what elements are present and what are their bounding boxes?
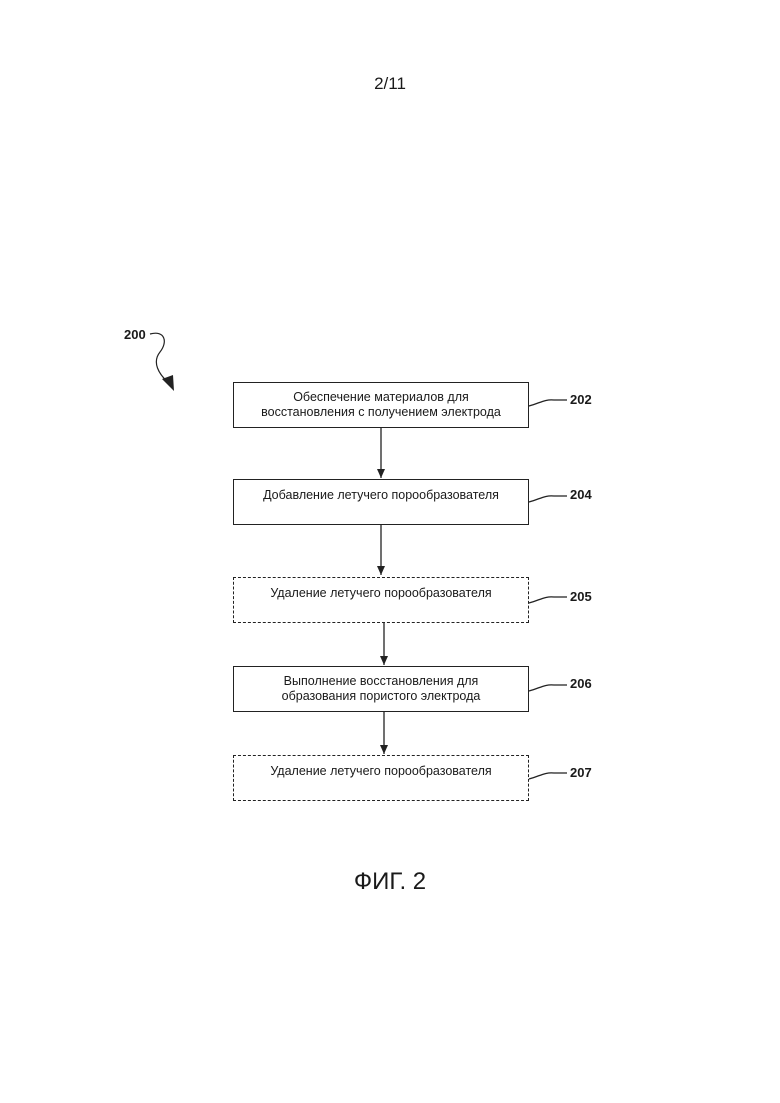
leader-line-204 bbox=[529, 496, 567, 502]
step-box-202: Обеспечение материалов для восстановлени… bbox=[233, 382, 529, 428]
step-ref-202: 202 bbox=[570, 392, 592, 407]
leader-line-205 bbox=[529, 597, 567, 603]
step-text-202: Обеспечение материалов для восстановлени… bbox=[261, 390, 501, 420]
step-box-204: Добавление летучего порообразователя bbox=[233, 479, 529, 525]
step-box-206: Выполнение восстановления для образовани… bbox=[233, 666, 529, 712]
leader-line-207 bbox=[529, 773, 567, 779]
step-box-205: Удаление летучего порообразователя bbox=[233, 577, 529, 623]
step-ref-205: 205 bbox=[570, 589, 592, 604]
step-ref-207: 207 bbox=[570, 765, 592, 780]
figure-pointer-arrow bbox=[150, 333, 170, 384]
step-ref-204: 204 bbox=[570, 487, 592, 502]
step-text-205: Удаление летучего порообразователя bbox=[270, 586, 491, 601]
step-text-207: Удаление летучего порообразователя bbox=[270, 764, 491, 779]
step-text-204: Добавление летучего порообразователя bbox=[263, 488, 499, 503]
leader-line-206 bbox=[529, 685, 567, 691]
step-ref-206: 206 bbox=[570, 676, 592, 691]
figure-caption: ФИГ. 2 bbox=[290, 868, 490, 896]
step-box-207: Удаление летучего порообразователя bbox=[233, 755, 529, 801]
leader-line-202 bbox=[529, 400, 567, 406]
step-text-206: Выполнение восстановления для образовани… bbox=[282, 674, 481, 704]
